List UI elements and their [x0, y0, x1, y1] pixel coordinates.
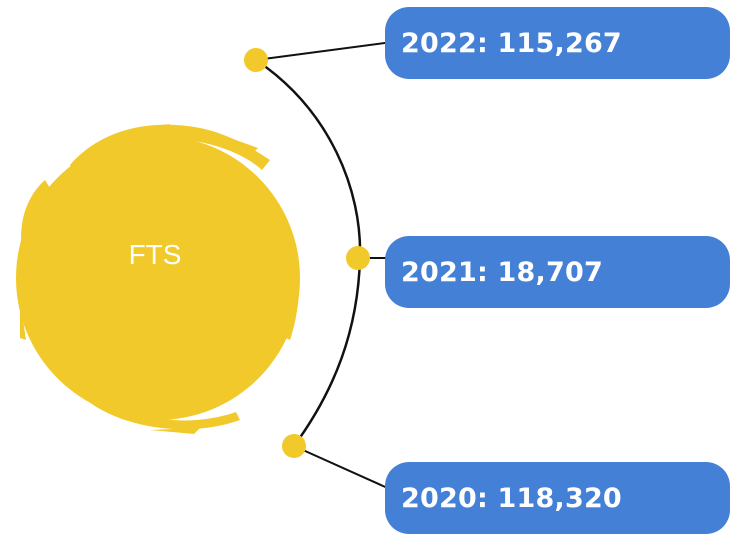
pill-2022-text: 2022: 115,267 [401, 27, 622, 59]
pill-2021: 2021: 18,707 [385, 236, 730, 308]
dot-2020 [282, 434, 306, 458]
brush-stroke-left [21, 180, 50, 255]
pill-2020: 2020: 118,320 [385, 462, 730, 534]
fts-label-text: FTS [128, 239, 182, 270]
connector-line-2020 [293, 445, 393, 491]
pill-2022: 2022: 115,267 [385, 7, 730, 79]
brush-fleck-4 [150, 428, 200, 434]
dot-2022 [244, 48, 268, 72]
fts-circle-body [16, 136, 300, 420]
brush-stroke-bottom [80, 388, 240, 430]
pill-2021-text: 2021: 18,707 [401, 256, 603, 288]
brush-fleck-1 [130, 124, 170, 130]
connector-line-2022 [255, 41, 393, 61]
fts-circle [16, 124, 300, 434]
dot-2021 [346, 246, 370, 270]
pill-2020-text: 2020: 118,320 [401, 482, 622, 514]
brush-stroke-right [282, 245, 300, 340]
brush-stroke-top [70, 124, 270, 172]
brush-fleck-2 [230, 138, 258, 152]
brush-fleck-3 [20, 300, 26, 340]
